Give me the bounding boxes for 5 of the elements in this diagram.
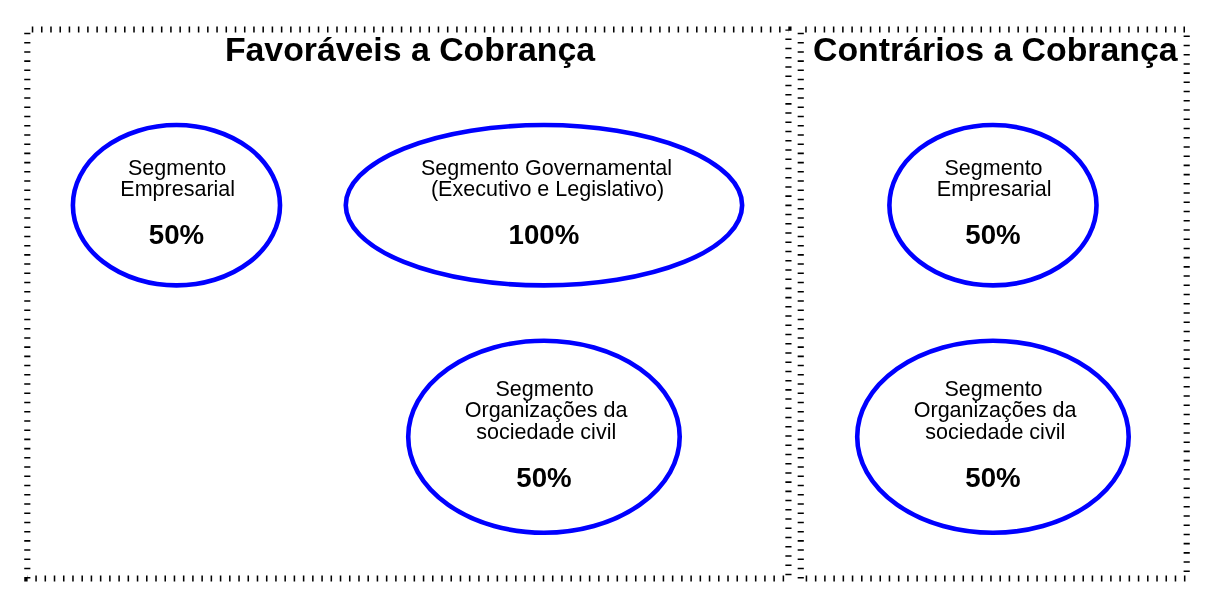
node-ellipse: Segmento Empresarial 50% — [70, 122, 283, 288]
node-ellipse: Segmento Governamental (Executivo e Legislativo) 100% — [343, 122, 745, 288]
node-ellipse: Segmento Empresarial 50% — [887, 122, 1099, 288]
node-ellipse: Segmento Organizações da sociedade civil 50% — [405, 338, 682, 536]
node-ellipse: Segmento Organizações da sociedade civil 50% — [854, 338, 1131, 536]
